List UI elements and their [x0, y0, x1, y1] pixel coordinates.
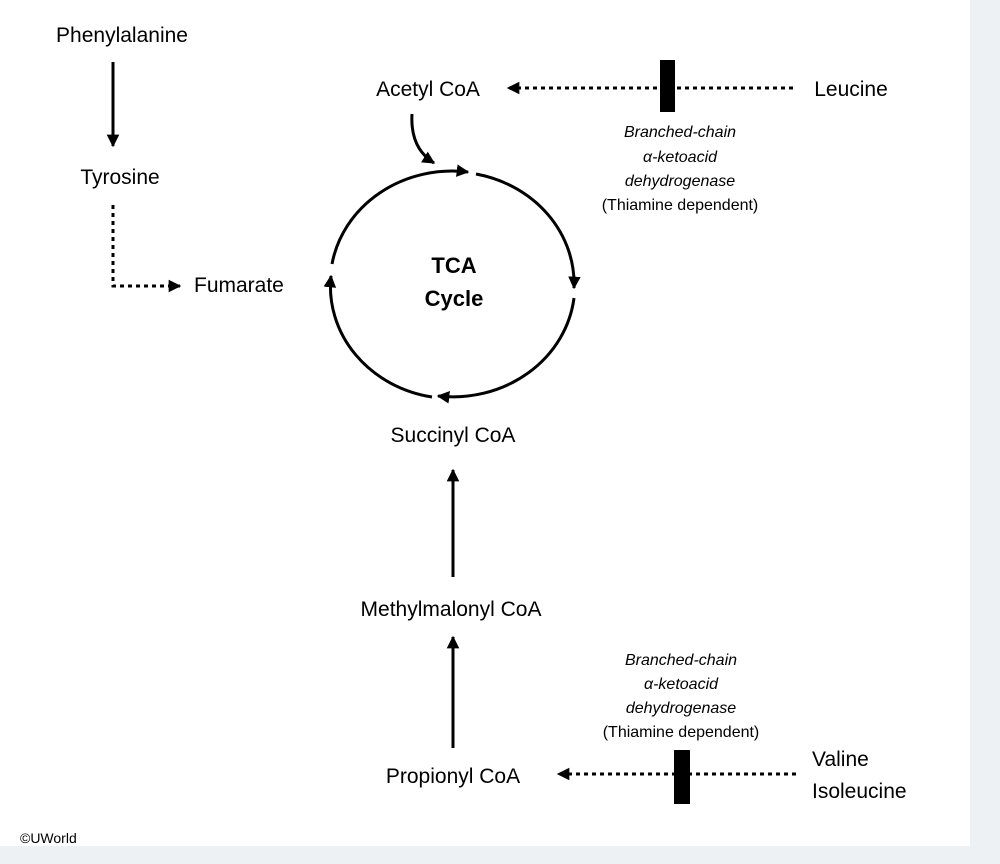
cycle-title-line-1: TCA: [431, 253, 476, 278]
cycle-arc-top-right: [475, 172, 581, 290]
tca-cycle-ring: [323, 164, 581, 404]
enzyme-block-top: [660, 60, 675, 112]
enzyme-bottom-line-3: dehydrogenase: [626, 700, 736, 717]
enzyme-label-top: Branched-chain α-ketoacid dehydrogenase …: [602, 124, 759, 214]
diagram-canvas: Phenylalanine Tyrosine Fumarate Acetyl C…: [0, 0, 970, 846]
enzyme-top-line-1: Branched-chain: [624, 124, 736, 141]
metabolic-pathway-diagram: Phenylalanine Tyrosine Fumarate Acetyl C…: [20, 24, 907, 846]
node-valine: Valine: [812, 748, 869, 771]
enzyme-bottom-line-4: (Thiamine dependent): [603, 724, 760, 741]
copyright-credit: ©UWorld: [20, 830, 77, 846]
node-leucine: Leucine: [814, 78, 888, 101]
arrow-acetyl-coa-to-cycle: [410, 113, 436, 165]
enzyme-top-line-4: (Thiamine dependent): [602, 197, 759, 214]
enzyme-bottom-line-2: α-ketoacid: [644, 676, 719, 693]
node-acetyl-coa: Acetyl CoA: [376, 78, 480, 101]
node-propionyl-coa: Propionyl CoA: [386, 765, 520, 788]
cycle-arc-top-left: [330, 164, 470, 265]
node-phenylalanine: Phenylalanine: [56, 24, 188, 47]
node-succinyl-coa: Succinyl CoA: [391, 424, 516, 447]
cycle-arc-bottom-right: [436, 297, 576, 404]
cycle-arc-left: [323, 274, 433, 399]
cycle-title-line-2: Cycle: [425, 286, 484, 311]
node-isoleucine: Isoleucine: [812, 780, 907, 803]
node-fumarate: Fumarate: [194, 274, 284, 297]
enzyme-bottom-line-1: Branched-chain: [625, 652, 737, 669]
enzyme-top-line-2: α-ketoacid: [643, 149, 718, 166]
node-tyrosine: Tyrosine: [80, 166, 159, 189]
enzyme-top-line-3: dehydrogenase: [625, 173, 735, 190]
enzyme-label-bottom: Branched-chain α-ketoacid dehydrogenase …: [603, 652, 760, 741]
enzyme-block-bottom: [674, 750, 690, 804]
dashed-arrow-tyrosine-to-fumarate: [111, 205, 182, 293]
node-methylmalonyl-coa: Methylmalonyl CoA: [361, 598, 542, 621]
